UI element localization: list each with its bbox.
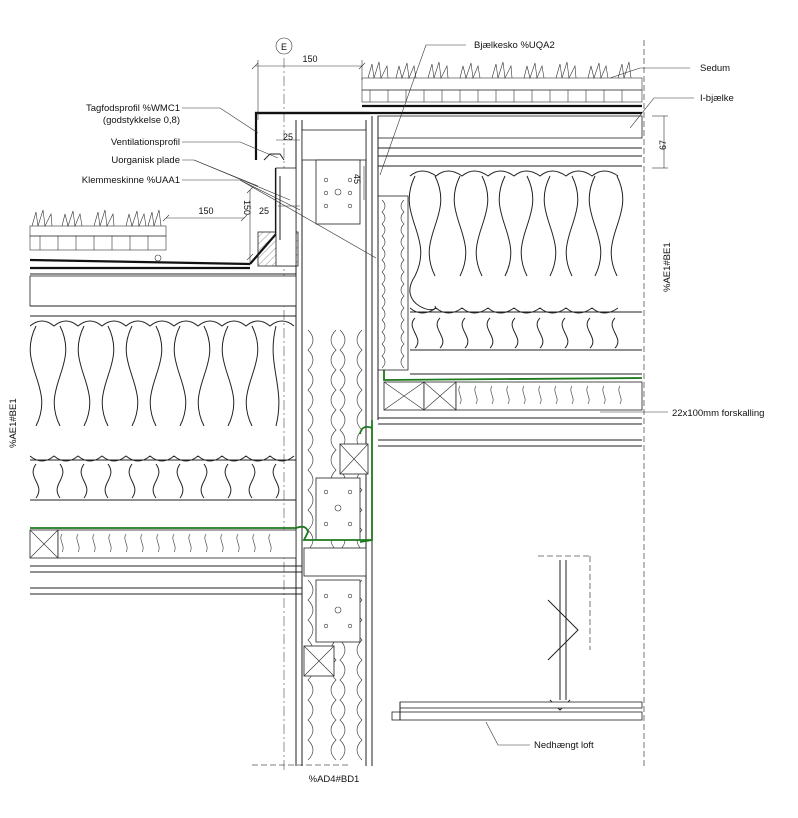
- dim-67: 67: [658, 140, 668, 150]
- dim-left-150: 150: [198, 206, 213, 216]
- dim-top-150: 150: [302, 54, 317, 64]
- label-ibjaelke: I-bjælke: [700, 93, 734, 104]
- roof-upstand: [249, 111, 370, 267]
- leader-lines: [182, 44, 694, 746]
- lower-green-roof: [29, 209, 297, 317]
- label-ae1-right: %AE1#BE1: [662, 242, 673, 292]
- label-sedum: Sedum: [700, 63, 730, 74]
- suspended-ceiling: [391, 555, 643, 721]
- main-wall: [295, 120, 373, 766]
- label-tagfodsprofil-2: (godstykkelse 0,8): [103, 115, 180, 126]
- label-forskalling: 22x100mm forskalling: [672, 408, 764, 419]
- grid-marker-e: E: [281, 42, 287, 52]
- upper-battens: [383, 381, 643, 411]
- lower-battens: [29, 529, 297, 559]
- label-ae1-left: %AE1#BE1: [8, 398, 19, 448]
- dim-45: 45: [352, 174, 362, 184]
- grid-axis-e: E: [275, 37, 293, 770]
- upper-green-roof: [255, 61, 643, 167]
- label-tagfodsprofil-1: Tagfodsprofil %WMC1: [86, 103, 180, 114]
- dim-vert-150: 150: [242, 200, 252, 215]
- label-ventilationsprofil: Ventilationsprofil: [111, 137, 180, 148]
- dim-25-b: 25: [259, 206, 269, 216]
- sedum-plants-upper: [367, 61, 632, 80]
- upper-junction-wall: [371, 116, 409, 420]
- label-nedhaengt: Nedhængt loft: [534, 740, 594, 751]
- label-bjaelkesko: Bjælkesko %UQA2: [474, 40, 555, 51]
- upper-insulation: [408, 170, 642, 375]
- dimensions: [162, 60, 668, 262]
- label-klemmeskinne: Klemmeskinne %UAA1: [82, 175, 180, 186]
- vapour-barrier-lower: [30, 525, 372, 541]
- lower-insulation: [29, 320, 296, 501]
- label-ad4: %AD4#BD1: [309, 774, 360, 785]
- vapour-barrier-upper: [383, 370, 643, 381]
- dim-25-a: 25: [283, 132, 293, 142]
- sedum-plants-lower: [31, 209, 162, 228]
- label-uorganisk: Uorganisk plade: [111, 155, 180, 166]
